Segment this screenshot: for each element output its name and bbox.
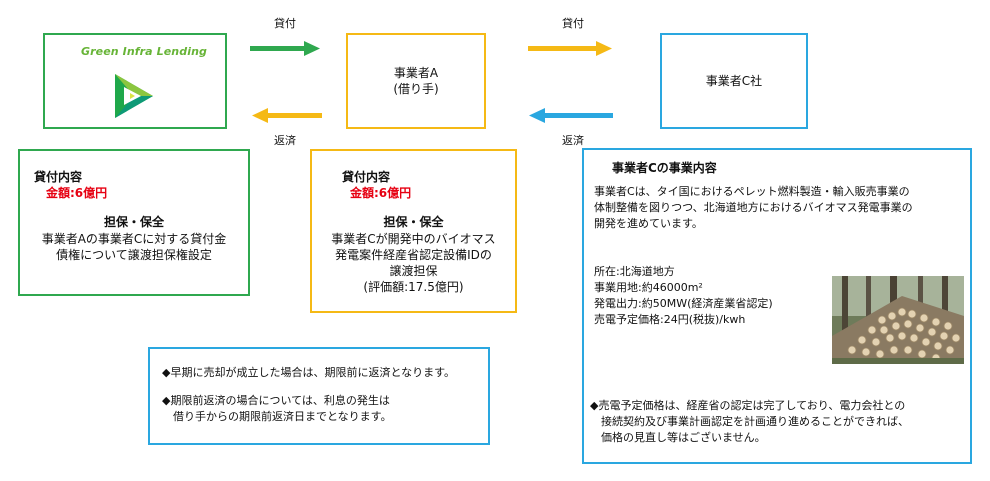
repay-arrow-2 [529, 108, 613, 123]
fact-line: 事業用地:約46000m² [594, 281, 703, 294]
collateral-line: (評価額:17.5億円) [363, 280, 464, 294]
loan-terms-box-1: 貸付内容 金額:6億円 担保・保全 事業者Aの事業者Cに対する貸付金 債権につい… [18, 149, 250, 296]
description-line: 体制整備を図りつつ、北海道地方におけるバイオマス発電事業の [594, 201, 913, 214]
notes-box: ◆早期に売却が成立した場合は、期限前に返済となります。 ◆期限前返済の場合につい… [148, 347, 490, 445]
fact-line: 発電出力:約50MW(経済産業省認定) [594, 297, 773, 310]
partner-note-line: ◆売電予定価格は、経産省の認定は完了しており、電力会社との [590, 399, 906, 412]
lender-box: Green Infra Lending [43, 33, 227, 129]
collateral-title-2: 担保・保全 [383, 215, 444, 229]
collateral-line: 事業者Aの事業者Cに対する貸付金 [41, 232, 227, 246]
loan-amount-1: 金額:6億円 [46, 186, 108, 200]
fact-line: 所在:北海道地方 [594, 265, 675, 278]
partner-box: 事業者C社 [660, 33, 808, 129]
collateral-line: 譲渡担保 [389, 264, 438, 278]
loan-title-1: 貸付内容 [34, 170, 83, 184]
triangle-play-logo-icon [115, 74, 153, 118]
note-line [162, 381, 455, 393]
partner-detail-box: 事業者Cの事業内容 事業者Cは、タイ国におけるペレット燃料製造・輸入販売事業の … [582, 148, 972, 464]
lend-label-1: 貸付 [274, 17, 296, 30]
borrower-name: 事業者A [393, 66, 439, 80]
collateral-line: 発電案件経産省認定設備IDの [335, 248, 492, 262]
lender-name: Green Infra Lending [81, 45, 207, 58]
partner-note-line: 接続契約及び事業計画認定を計画通り進めることができれば、 [590, 415, 909, 428]
partner-note: ◆売電予定価格は、経産省の認定は完了しており、電力会社との 接続契約及び事業計画… [590, 398, 909, 446]
repay-arrow-1 [252, 108, 322, 123]
note-line: ◆期限前返済の場合については、利息の発生は [162, 394, 390, 407]
partner-facts: 所在:北海道地方 事業用地:約46000m² 発電出力:約50MW(経済産業省認… [594, 264, 773, 328]
collateral-text-2: 事業者Cが開発中のバイオマス 発電案件経産省認定設備IDの 譲渡担保 (評価額:… [312, 231, 515, 295]
lend-arrow-1 [250, 41, 320, 56]
loan-terms-box-2: 貸付内容 金額:6億円 担保・保全 事業者Cが開発中のバイオマス 発電案件経産省… [310, 149, 517, 313]
collateral-line: 債権について譲渡担保権設定 [56, 248, 212, 262]
log-pile-photo-icon [832, 276, 964, 364]
description-line: 事業者Cは、タイ国におけるペレット燃料製造・輸入販売事業の [594, 185, 910, 198]
note-line: ◆早期に売却が成立した場合は、期限前に返済となります。 [162, 366, 456, 379]
lend-label-2: 貸付 [562, 17, 584, 30]
repay-label-2: 返済 [562, 134, 584, 147]
loan-amount-2: 金額:6億円 [350, 186, 412, 200]
collateral-text-1: 事業者Aの事業者Cに対する貸付金 債権について譲渡担保権設定 [20, 231, 248, 263]
borrower-box: 事業者A (借り手) [346, 33, 486, 129]
loan-title-2: 貸付内容 [342, 170, 391, 184]
partner-detail-title: 事業者Cの事業内容 [612, 161, 717, 175]
lend-arrow-2 [528, 41, 612, 56]
fact-line: 売電予定価格:24円(税抜)/kwh [594, 313, 746, 326]
partner-name: 事業者C社 [705, 74, 763, 88]
description-line: 開発を進めています。 [594, 217, 703, 230]
repay-label-1: 返済 [274, 134, 296, 147]
borrower-role: (借り手) [393, 82, 439, 96]
note-line: 借り手からの期限前返済日までとなります。 [162, 410, 392, 423]
partner-note-line: 価格の見直し等はございません。 [590, 431, 766, 444]
collateral-line: 事業者Cが開発中のバイオマス [331, 232, 496, 246]
collateral-title-1: 担保・保全 [103, 215, 164, 229]
partner-description: 事業者Cは、タイ国におけるペレット燃料製造・輸入販売事業の 体制整備を図りつつ、… [594, 184, 913, 232]
